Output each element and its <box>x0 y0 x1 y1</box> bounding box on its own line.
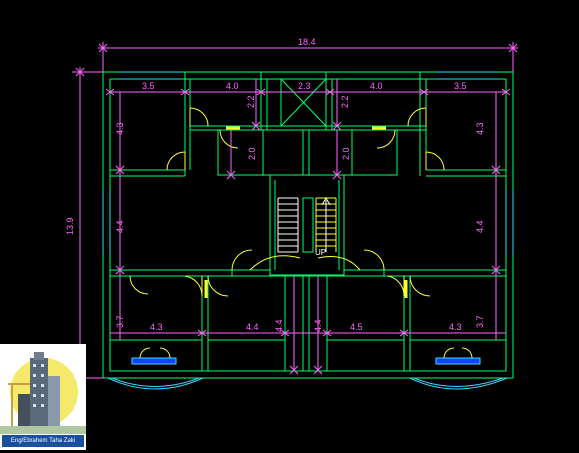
windows <box>102 71 514 390</box>
overall-width-label: 18.4 <box>298 37 316 47</box>
dim-closet-left: 2.0 <box>247 147 257 160</box>
dim-left-3: 3.7 <box>115 315 125 328</box>
dim-top-3: 2.3 <box>298 81 311 91</box>
dim-left-2: 4.4 <box>115 220 125 233</box>
dim-closet-right: 2.0 <box>341 147 351 160</box>
dim-right-1: 4.3 <box>475 122 485 135</box>
stair-up-label: UP <box>315 248 326 257</box>
dim-bottom-5: 4.3 <box>449 322 462 332</box>
staircase <box>249 196 361 271</box>
dim-bath-right: 2.2 <box>340 95 350 108</box>
dim-bottom-4: 4.5 <box>350 322 363 332</box>
interior-walls <box>110 72 506 371</box>
dim-bottom-2: 4.4 <box>246 322 259 332</box>
light-well <box>280 78 327 127</box>
dim-top-1: 3.5 <box>142 81 155 91</box>
dimension-ticks <box>105 88 511 375</box>
dim-mid-right-v: 4.4 <box>313 319 323 332</box>
doors <box>129 107 473 359</box>
dim-bottom-1: 4.3 <box>150 322 163 332</box>
company-logo: Eng/Ebrahem Taha Zaki <box>0 344 86 450</box>
interior-dimension-lines <box>110 79 506 371</box>
dim-bath-left: 2.2 <box>246 95 256 108</box>
dim-top-5: 3.5 <box>454 81 467 91</box>
dim-top-2: 4.0 <box>226 81 239 91</box>
building-logo-icon <box>0 352 86 434</box>
exterior-walls <box>102 71 514 379</box>
dim-top-4: 4.0 <box>370 81 383 91</box>
dim-right-3: 3.7 <box>475 315 485 328</box>
logo-caption: Eng/Ebrahem Taha Zaki <box>2 435 84 447</box>
dim-right-2: 4.4 <box>475 220 485 233</box>
dim-mid-left-v: 4.4 <box>274 319 284 332</box>
overall-height-label: 13.9 <box>65 217 75 235</box>
dim-left-1: 4.3 <box>115 122 125 135</box>
